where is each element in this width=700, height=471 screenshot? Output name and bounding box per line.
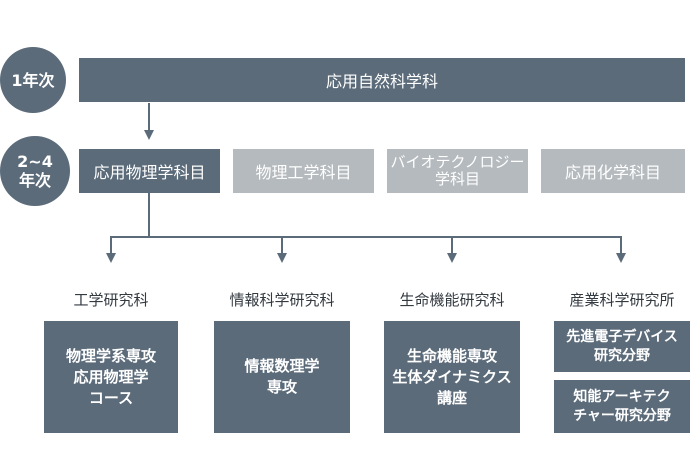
- year1-label: 1年次: [0, 47, 66, 113]
- program-information-math: 情報数理学 専攻: [214, 321, 350, 433]
- graduate-heading-frontier-bio: 生命機能研究科: [399, 291, 505, 309]
- program-applied-physics-course: 物理学系専攻 応用物理学 コース: [44, 321, 178, 433]
- program-advanced-electronic-devices: 先進電子デバイス 研究分野: [554, 321, 690, 372]
- course-physical-engineering: 物理工学科目: [233, 149, 374, 193]
- department-bar: 応用自然科学科: [79, 58, 685, 102]
- course-applied-physics: 応用物理学科目: [79, 149, 220, 193]
- course-biotechnology: バイオテクノロジー 学科目: [387, 149, 528, 193]
- graduate-heading-isir: 産業科学研究所: [569, 291, 675, 309]
- program-biodynamics: 生命機能専攻 生体ダイナミクス 講座: [384, 321, 520, 433]
- graduate-heading-information: 情報科学研究科: [229, 291, 335, 309]
- program-intelligent-architecture: 知能アーキテク チャー研究分野: [554, 380, 690, 433]
- year2-4-label: 2~4 年次: [0, 136, 70, 206]
- course-applied-chemistry: 応用化学科目: [541, 149, 685, 193]
- graduate-heading-engineering: 工学研究科: [73, 291, 149, 309]
